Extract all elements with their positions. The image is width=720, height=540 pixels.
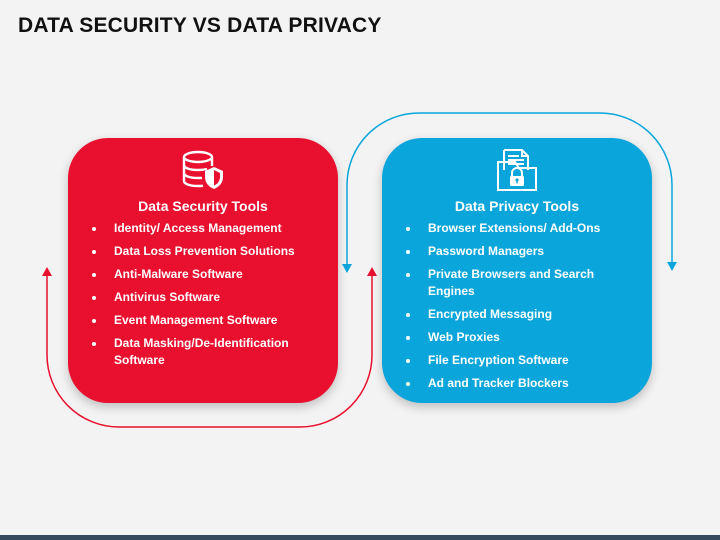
list-item: Password Managers: [402, 243, 640, 260]
bullet-icon: [406, 313, 410, 317]
privacy-tools-list: Browser Extensions/ Add-Ons Password Man…: [402, 220, 640, 398]
privacy-arrowhead-right: [667, 262, 677, 271]
privacy-arrowhead-left: [342, 264, 352, 273]
security-arrowhead-right: [367, 267, 377, 276]
list-item: Browser Extensions/ Add-Ons: [402, 220, 640, 237]
list-item-text: Data Masking/De-Identification Software: [114, 336, 289, 367]
page-title: DATA SECURITY VS DATA PRIVACY: [18, 14, 382, 37]
bullet-icon: [92, 250, 96, 254]
list-item: Anti-Malware Software: [88, 266, 326, 283]
list-item: Encrypted Messaging: [402, 306, 640, 323]
list-item: Ad and Tracker Blockers: [402, 375, 640, 392]
security-arrowhead-left: [42, 267, 52, 276]
document-lock-icon: [497, 149, 537, 191]
bullet-icon: [92, 319, 96, 323]
list-item: Data Masking/De-Identification Software: [88, 335, 326, 369]
security-tools-card: Data Security Tools Identity/ Access Man…: [68, 138, 338, 403]
bullet-icon: [406, 336, 410, 340]
list-item: Web Proxies: [402, 329, 640, 346]
list-item-text: Ad and Tracker Blockers: [428, 376, 569, 390]
bullet-icon: [406, 227, 410, 231]
list-item-text: Event Management Software: [114, 313, 278, 327]
list-item: Data Loss Prevention Solutions: [88, 243, 326, 260]
list-item-text: Anti-Malware Software: [114, 267, 243, 281]
list-item: Identity/ Access Management: [88, 220, 326, 237]
privacy-connector-arc: [346, 112, 673, 268]
bullet-icon: [406, 250, 410, 254]
bullet-icon: [92, 227, 96, 231]
list-item-text: Web Proxies: [428, 330, 500, 344]
security-tools-list: Identity/ Access Management Data Loss Pr…: [88, 220, 326, 375]
bullet-icon: [92, 273, 96, 277]
security-card-heading: Data Security Tools: [138, 198, 268, 214]
list-item-text: File Encryption Software: [428, 353, 569, 367]
list-item-text: Encrypted Messaging: [428, 307, 553, 321]
bullet-icon: [406, 359, 410, 363]
list-item-text: Private Browsers and Search Engines: [428, 267, 595, 298]
list-item: Antivirus Software: [88, 289, 326, 306]
list-item-text: Data Loss Prevention Solutions: [114, 244, 295, 258]
bullet-icon: [406, 382, 410, 386]
privacy-card-heading: Data Privacy Tools: [454, 198, 580, 214]
list-item-text: Antivirus Software: [114, 290, 221, 304]
bottom-bar: [0, 535, 720, 540]
bullet-icon: [92, 342, 96, 346]
list-item: Private Browsers and Search Engines: [402, 266, 640, 300]
list-item: Event Management Software: [88, 312, 326, 329]
database-shield-icon: [182, 150, 223, 189]
list-item-text: Browser Extensions/ Add-Ons: [428, 221, 601, 235]
list-item-text: Identity/ Access Management: [114, 221, 282, 235]
privacy-tools-card: Data Privacy Tools Browser Extensions/ A…: [382, 138, 652, 403]
bullet-icon: [92, 296, 96, 300]
security-connector-arc: [46, 272, 373, 428]
list-item: File Encryption Software: [402, 352, 640, 369]
bullet-icon: [406, 273, 410, 277]
list-item-text: Password Managers: [428, 244, 545, 258]
